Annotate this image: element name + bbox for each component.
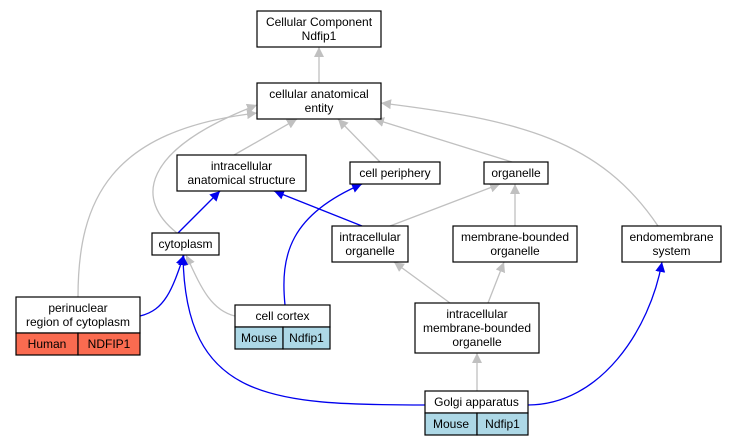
node-label-line: cytoplasm <box>158 237 212 251</box>
edge-is-a-cortex-to-cyto <box>185 254 236 317</box>
edge-is-a-cyto-to-cae <box>152 103 258 234</box>
node-label-line: membrane-bounded <box>423 321 531 335</box>
node-label-line: organelle <box>491 166 541 180</box>
node-box <box>621 225 722 263</box>
node-label-line: organelle <box>452 335 502 349</box>
node-box <box>349 161 441 185</box>
gene-cell: Ndfip1 <box>485 417 520 431</box>
gene-cell-bg <box>282 326 331 350</box>
gene-cell-bg <box>476 412 529 436</box>
node-box <box>452 225 578 263</box>
gene-cell: NDFIP1 <box>88 337 131 351</box>
node-cyto[interactable]: cytoplasm <box>151 232 220 256</box>
edge-is-a-io-to-org <box>389 182 501 227</box>
node-box <box>414 302 540 354</box>
node-label-line: cell cortex <box>255 309 309 323</box>
species-cell: Mouse <box>433 417 469 431</box>
node-box <box>256 10 382 48</box>
node-box <box>151 232 220 256</box>
gene-cell-bg <box>77 332 141 356</box>
gene-cell: Ndfip1 <box>289 331 324 345</box>
edge-is-a-org-to-cae <box>373 117 513 163</box>
edge-is-a-peri-to-cae <box>77 109 258 298</box>
node-org[interactable]: organelle <box>483 161 549 185</box>
edge-is-a-ems-to-cae <box>380 99 659 227</box>
node-cp[interactable]: cell periphery <box>349 161 441 185</box>
edge-is-a-ias-to-cae <box>233 118 298 156</box>
node-label-line: membrane-bounded <box>461 230 569 244</box>
node-box <box>483 161 549 185</box>
node-box <box>256 82 382 120</box>
edge-part-of-cortex-to-cp <box>283 183 363 306</box>
node-box <box>176 154 307 192</box>
edge-part-of-cyto-to-ias <box>177 190 221 234</box>
species-cell: Mouse <box>241 331 277 345</box>
node-label-line: entity <box>305 101 334 115</box>
node-label-line: cellular anatomical <box>269 87 368 101</box>
node-label-line: Ndfip1 <box>302 29 337 43</box>
node-label-line: anatomical structure <box>187 173 295 187</box>
edge-is-a-cp-to-cae <box>337 118 381 163</box>
edge-is-a-imbo-to-io <box>393 261 451 304</box>
node-label-line: perinuclear <box>48 301 107 315</box>
node-label-line: system <box>652 244 690 258</box>
edge-part-of-io-to-ias <box>273 190 363 227</box>
node-label-line: Golgi apparatus <box>434 395 519 409</box>
edge-part-of-golgi-to-cyto <box>178 254 426 406</box>
node-label-line: intracellular <box>339 230 400 244</box>
node-label-line: endomembrane <box>629 230 713 244</box>
node-label-line: Cellular Component <box>266 15 373 29</box>
edge-part-of-golgi-to-ems <box>527 261 666 406</box>
node-label-line: intracellular <box>446 307 507 321</box>
node-box <box>331 225 409 263</box>
edges-layer <box>77 47 666 406</box>
edge-is-a-imbo-to-mbo <box>487 261 506 304</box>
node-label-line: organelle <box>490 244 540 258</box>
edge-part-of-peri-to-cyto <box>139 254 186 317</box>
node-label-line: cell periphery <box>359 166 430 180</box>
species-cell: Human <box>28 337 67 351</box>
node-label-line: organelle <box>345 244 395 258</box>
node-label-line: intracellular <box>211 159 272 173</box>
node-label-line: region of cytoplasm <box>26 315 130 329</box>
node-box <box>15 296 141 334</box>
